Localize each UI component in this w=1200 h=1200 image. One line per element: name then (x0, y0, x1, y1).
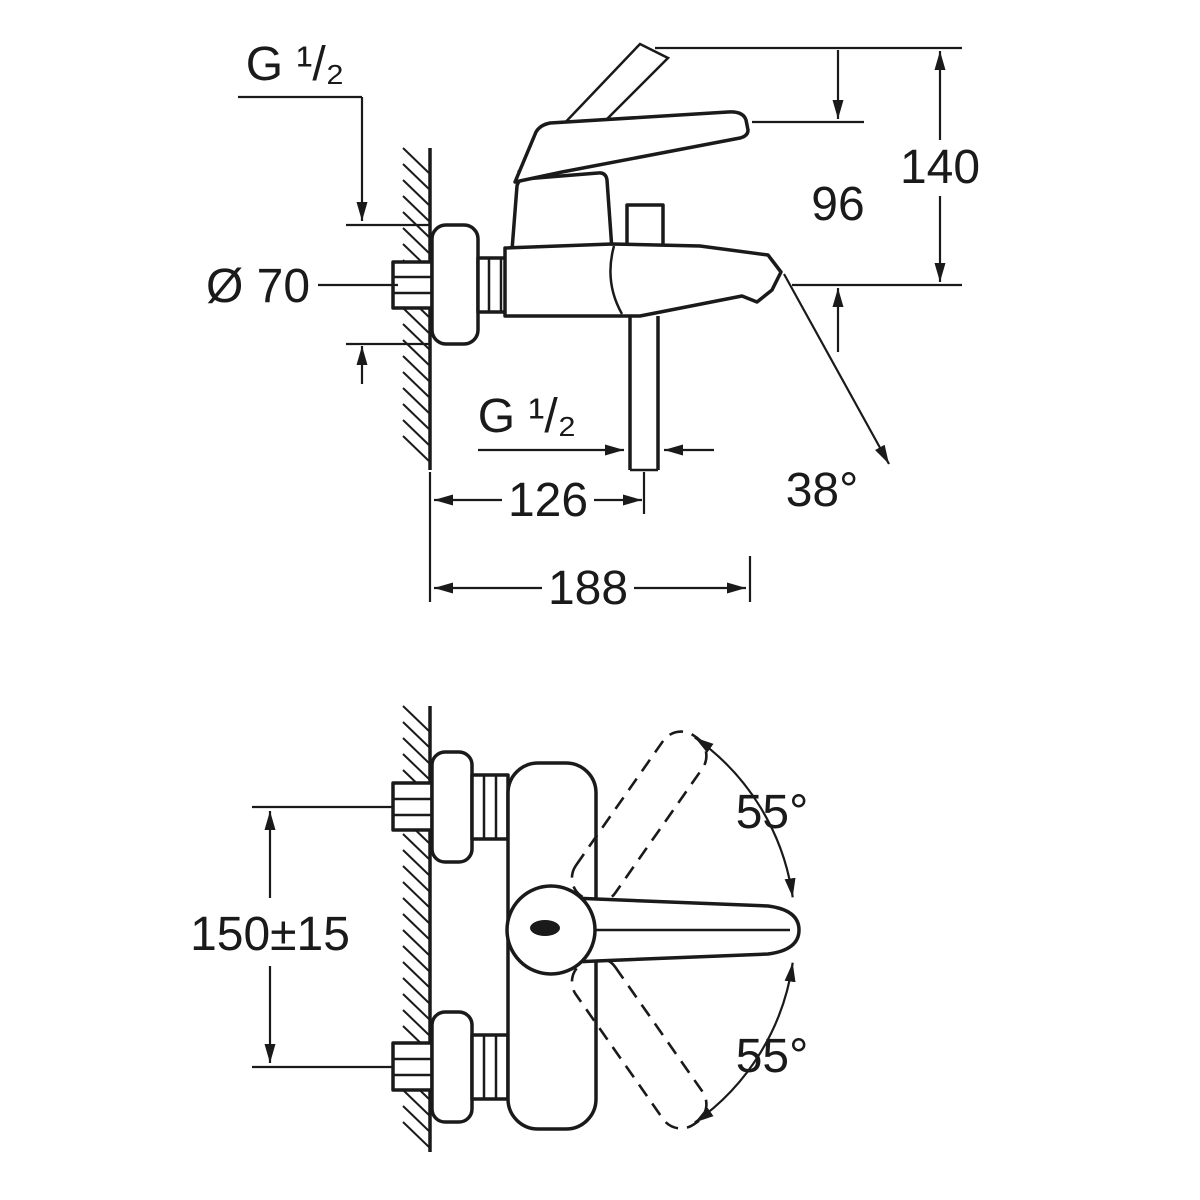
lever-handle-side (513, 110, 750, 184)
inlet-nut-top (391, 781, 434, 832)
handle-swung-down (570, 956, 708, 1130)
escutcheon-bottom (430, 1010, 474, 1124)
spout-junction-line (609, 245, 624, 315)
faucet-front-view (391, 730, 801, 1131)
handle-swung-up (570, 730, 708, 904)
union-connector-top (470, 773, 510, 841)
escutcheon-top (430, 750, 474, 864)
dim-140-label: 140 (900, 141, 980, 194)
union-connector-bottom (470, 1033, 510, 1101)
thread-label-outlet: G ¹/₂ (478, 390, 577, 443)
spout-angle-label: 38° (786, 464, 859, 517)
escutcheon-side (430, 223, 480, 346)
dim-188-label: 188 (548, 562, 628, 615)
thread-label-top: G ¹/₂ (246, 38, 345, 91)
cartridge-dome (510, 171, 614, 252)
swing-up-label: 55° (736, 786, 809, 839)
mounting-distance-label: 150±15 (190, 908, 350, 961)
mixer-body-spout (503, 242, 783, 318)
wall-hatching-bottom (402, 705, 431, 1149)
swing-down-label: 55° (736, 1030, 809, 1083)
dimension-lines-top: G ¹/₂ Ø 70 96 140 G ¹/₂ 126 (206, 38, 980, 615)
dimension-lines-bottom: 55° 55° 150±15 (190, 736, 809, 1124)
swing-arc-down (694, 962, 796, 1124)
inlet-nut (391, 260, 434, 310)
dim-96-label: 96 (811, 178, 864, 231)
inlet-nut-bottom (391, 1041, 434, 1092)
diameter-label: Ø 70 (206, 260, 310, 313)
dim-126-label: 126 (508, 474, 588, 527)
swing-arc-up (694, 736, 796, 898)
faucet-side-view (391, 42, 783, 472)
handle-slot (530, 920, 560, 936)
